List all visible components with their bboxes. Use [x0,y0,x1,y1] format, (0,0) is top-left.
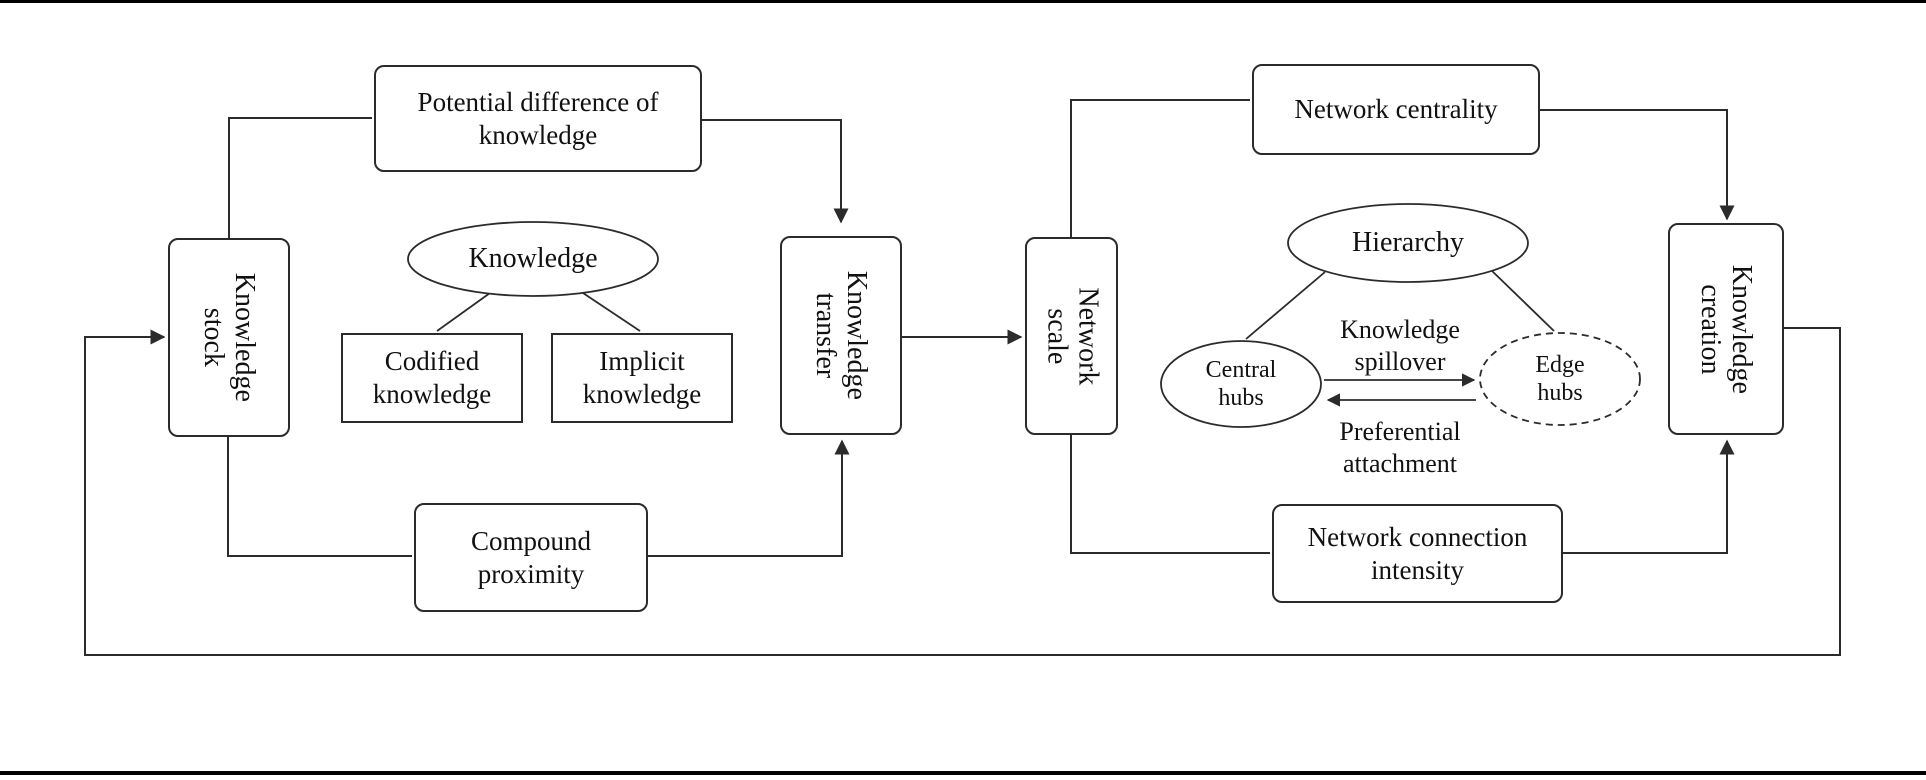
edge-centrality-to-creation [1540,109,1735,221]
node-implicit-knowledge-label: Implicit knowledge [582,346,702,409]
node-knowledge-transfer-label: Knowledge transfer [810,270,873,401]
edge-potential-to-transfer [702,119,849,224]
knowledge-spillover-label: Knowledge spillover [1340,315,1460,377]
node-network-centrality: Network centrality [1252,64,1540,155]
hierarchy-ellipse-label: Hierarchy [1352,227,1464,259]
central-hubs-label-wrap: Central hubs [1161,341,1321,427]
knowledge-spillover-label-wrap: Knowledge spillover [1300,314,1500,378]
node-network-scale-label: Network scale [1040,287,1103,385]
edge-scale-to-centrality [1070,99,1250,237]
node-network-centrality-label: Network centrality [1294,94,1498,125]
edge-knowledge-to-codified [436,292,491,332]
edge-stock-to-compound [227,437,412,557]
edge-scale-to-intensity [1070,435,1270,554]
knowledge-ellipse-label: Knowledge [468,243,598,275]
node-knowledge-transfer: Knowledge transfer [780,236,902,435]
node-network-connection-intensity: Network connection intensity [1272,504,1563,603]
knowledge-ellipse-label-wrap: Knowledge [408,222,658,296]
node-implicit-knowledge: Implicit knowledge [551,333,733,423]
node-knowledge-creation-label: Knowledge creation [1695,264,1758,394]
node-network-scale: Network scale [1025,237,1118,435]
hierarchy-ellipse-label-wrap: Hierarchy [1288,204,1528,282]
edge-hierarchy-to-central-hubs [1245,271,1326,340]
bottom-rule [0,771,1926,775]
central-hubs-label: Central hubs [1205,356,1277,411]
node-knowledge-stock: Knowledge stock [168,238,290,437]
node-compound-proximity: Compound proximity [414,503,648,612]
edge-knowledge-to-implicit [582,292,641,332]
knowledge-ellipse [407,221,659,297]
top-rule [0,0,1926,3]
node-knowledge-stock-label: Knowledge stock [198,272,261,403]
node-compound-proximity-label: Compound proximity [470,525,591,589]
edge-hubs-ellipse [1479,332,1641,426]
edge-intensity-to-creation [1563,439,1735,554]
edge-hubs-label: Edge hubs [1535,351,1585,406]
edge-hubs-label-wrap: Edge hubs [1480,333,1640,425]
central-hubs-ellipse [1160,340,1322,428]
edge-stock-to-potential [228,117,372,238]
node-potential-difference-label: Potential difference of knowledge [417,86,659,150]
edge-hierarchy-to-edge-hubs [1489,268,1555,332]
node-potential-difference: Potential difference of knowledge [374,65,702,172]
edge-compound-to-transfer [648,439,850,557]
node-knowledge-creation: Knowledge creation [1668,223,1784,435]
node-codified-knowledge: Codified knowledge [341,333,523,423]
node-network-connection-intensity-label: Network connection intensity [1307,521,1528,585]
hierarchy-ellipse [1287,203,1529,283]
node-codified-knowledge-label: Codified knowledge [372,346,492,409]
preferential-attachment-label: Preferential attachment [1339,417,1461,479]
edge-creation-feedback-to-stock [84,327,1841,656]
preferential-attachment-label-wrap: Preferential attachment [1300,416,1500,480]
